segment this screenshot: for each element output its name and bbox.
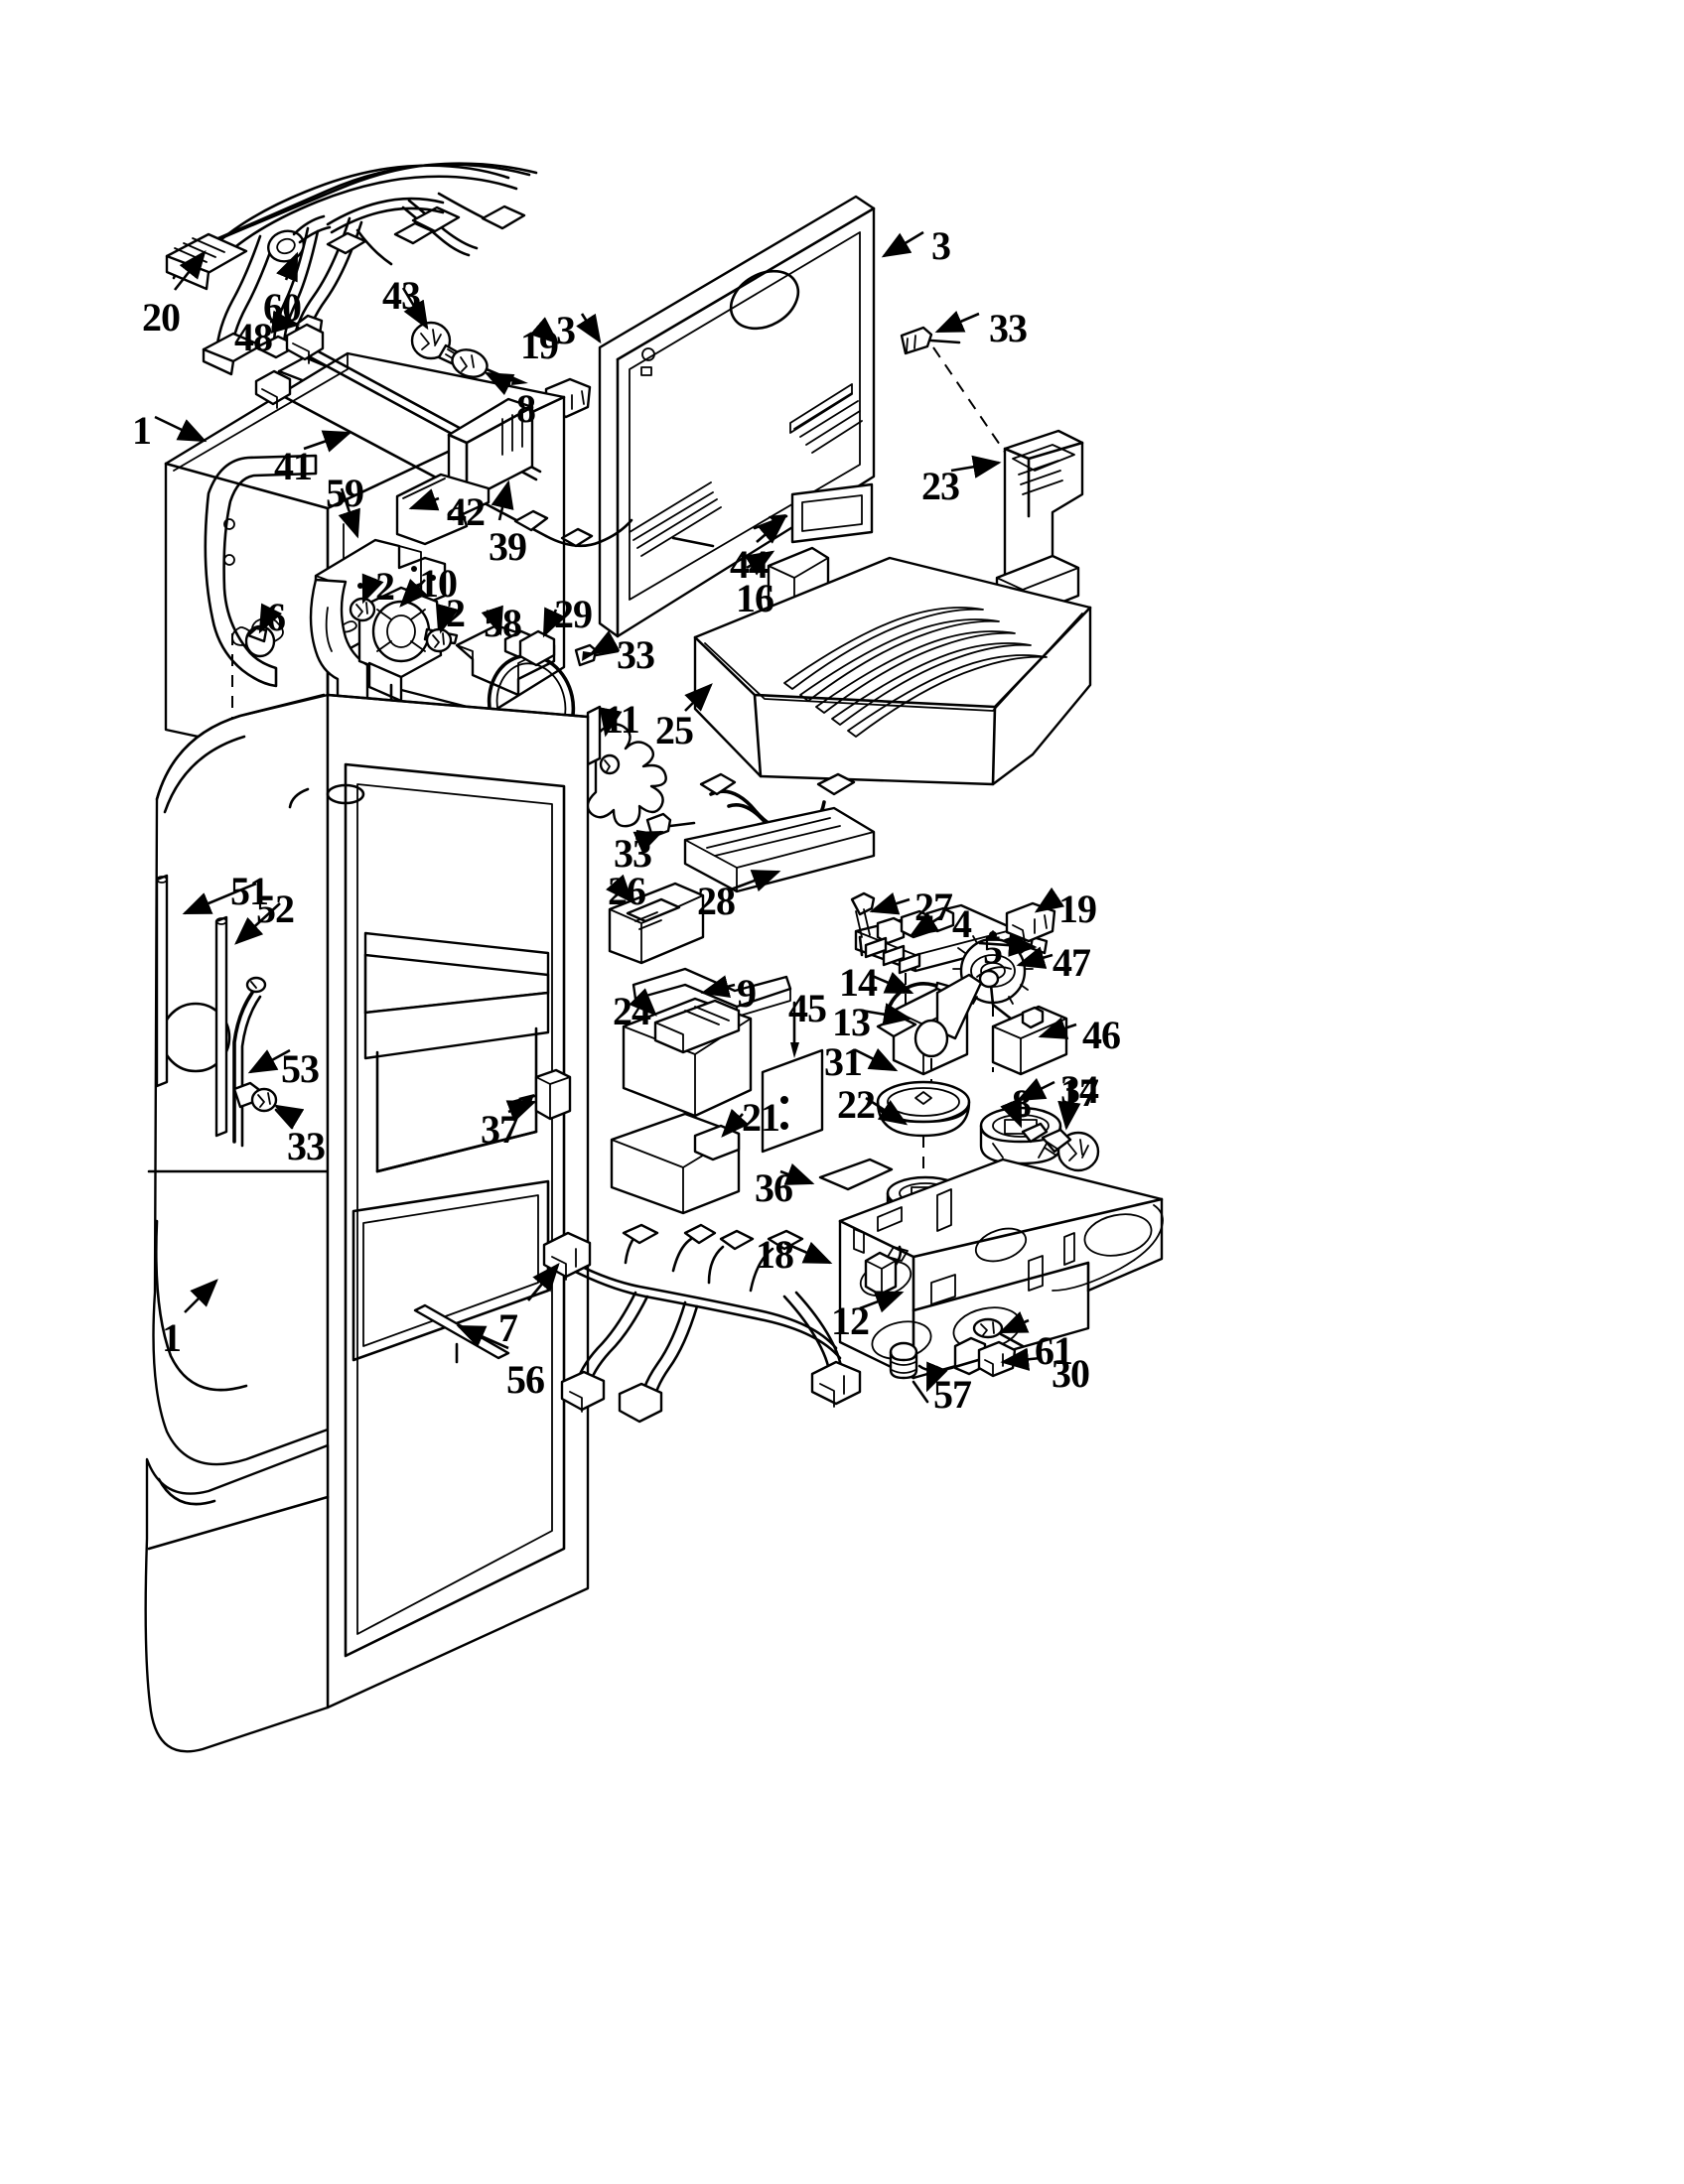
callout-33: 33 [617, 632, 655, 677]
sensor-53 [232, 976, 267, 1148]
callout-27: 27 [914, 885, 953, 929]
callout-60: 60 [263, 285, 302, 330]
callout-23: 23 [921, 464, 960, 508]
callout-61: 61 [1035, 1328, 1073, 1373]
plate-45 [761, 1001, 824, 1154]
callout-5: 5 [983, 927, 1003, 972]
callout-24: 24 [613, 989, 651, 1033]
wire-42 [254, 369, 633, 548]
callout-45: 45 [788, 986, 827, 1030]
chute-24 [622, 997, 753, 1118]
callout-18: 18 [756, 1232, 794, 1277]
heater-28 [683, 772, 876, 893]
callout-44: 44 [730, 542, 769, 587]
bulb-17 [1021, 1122, 1100, 1172]
callout-53: 53 [281, 1046, 320, 1091]
callout-52: 52 [256, 887, 295, 931]
callout-29: 29 [554, 592, 593, 636]
callout-2: 2 [375, 564, 395, 609]
auger-motor-13 [876, 973, 983, 1088]
callout-12: 12 [831, 1298, 870, 1343]
callout-37: 37 [481, 1107, 519, 1152]
rod-51 [155, 874, 169, 1088]
callout-33: 33 [614, 831, 652, 876]
callout-1: 1 [162, 1315, 182, 1360]
wire-harness-7 [542, 1223, 862, 1424]
callout-31: 31 [824, 1039, 863, 1084]
callout-6: 6 [266, 595, 286, 639]
callout-33: 33 [287, 1124, 326, 1168]
callout-13: 13 [832, 1000, 871, 1044]
control-box-26 [608, 882, 705, 965]
callout-8: 8 [516, 386, 536, 431]
callout-59: 59 [326, 471, 364, 515]
cabinet-1 [144, 693, 590, 1753]
grommet-57 [889, 1341, 929, 1404]
callout-3: 3 [556, 308, 576, 352]
cup-31 [876, 1080, 971, 1175]
plate-36 [818, 1158, 894, 1191]
rod-52 [214, 915, 228, 1138]
callout-11: 11 [604, 697, 640, 742]
callout-30: 30 [1052, 1351, 1090, 1396]
callout-36: 36 [755, 1165, 793, 1210]
callout-46: 46 [1082, 1013, 1121, 1057]
callout-47: 47 [1052, 940, 1091, 985]
callout-3: 3 [931, 223, 951, 268]
capsule-18 [864, 1251, 898, 1297]
callout-33: 33 [989, 306, 1028, 350]
callout-25: 25 [655, 708, 694, 752]
screw-33b [574, 643, 620, 667]
callout-22: 22 [837, 1082, 876, 1127]
fan-blade-11 [586, 705, 667, 828]
screw-27 [850, 891, 876, 957]
connector-19b [1005, 901, 1056, 943]
callout-34: 34 [1060, 1067, 1099, 1112]
callout-56: 56 [506, 1357, 545, 1402]
screw-33a [900, 326, 961, 355]
callout-41: 41 [274, 444, 313, 488]
callout-21: 21 [742, 1095, 780, 1140]
callout-8: 8 [1012, 1081, 1032, 1126]
callout-7: 7 [498, 1305, 518, 1350]
callout-19: 19 [520, 323, 559, 367]
callout-48: 48 [234, 315, 273, 359]
callout-51: 51 [230, 869, 269, 913]
chute-21 [610, 1112, 741, 1215]
callout-42: 42 [447, 489, 486, 534]
callout-57: 57 [933, 1372, 972, 1417]
callout-9: 9 [737, 971, 757, 1016]
callout-16: 16 [736, 576, 774, 620]
callout-4: 4 [952, 901, 972, 946]
callout-17: 17 [1060, 1070, 1099, 1115]
base-12 [838, 1158, 1164, 1380]
callout-58: 58 [484, 601, 522, 645]
callout-10: 10 [419, 561, 458, 606]
callout-20: 20 [142, 295, 181, 340]
callout-14: 14 [839, 960, 878, 1005]
callout-19: 19 [1058, 887, 1097, 931]
callout-2: 2 [446, 591, 466, 635]
callout-28: 28 [697, 879, 736, 923]
callout-39: 39 [489, 524, 527, 569]
callout-1: 1 [132, 408, 152, 453]
callout-43: 43 [382, 273, 421, 318]
callout-26: 26 [608, 869, 646, 913]
